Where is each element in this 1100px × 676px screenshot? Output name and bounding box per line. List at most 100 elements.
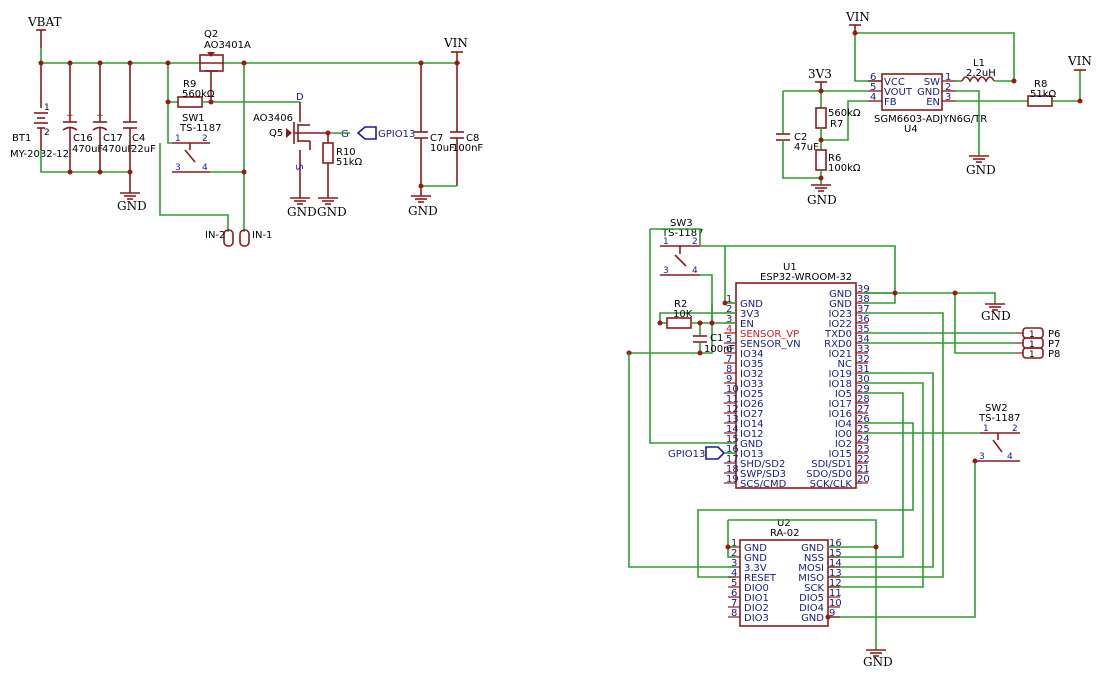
c16-ref: C16 <box>73 133 93 144</box>
u4-pin-name-5: VOUT <box>884 87 913 98</box>
gnd-symbol-8 <box>866 649 886 657</box>
u2-pin-name-3: 3.3V <box>744 563 767 574</box>
u1-pin-name-15: GND <box>740 439 763 450</box>
u4-pin-num-5: 5 <box>870 82 876 93</box>
u4-value: SGM6603-ADJYN6G/TR <box>874 114 987 125</box>
u1-pin-num-11: 11 <box>726 394 739 405</box>
in1-label: IN-1 <box>252 230 272 241</box>
u1-pin-name-36: IO22 <box>828 319 852 330</box>
u1-pin-name-12: IO27 <box>740 409 764 420</box>
gnd-symbol-7 <box>985 303 1005 311</box>
u2-pin-name-4: RESET <box>744 573 777 584</box>
r9-ref: R9 <box>183 79 196 90</box>
u1-pin-name-6: IO34 <box>740 349 764 360</box>
svg-text:+: + <box>66 111 74 121</box>
u2-pin-name-8: DIO3 <box>744 613 769 624</box>
svg-text:3: 3 <box>175 163 181 173</box>
u1-pin-num-28: 28 <box>857 394 870 405</box>
gpio13-label: GPIO13 <box>378 129 415 140</box>
u1-pin-num-1: 1 <box>726 294 732 305</box>
gnd-label-4: GND <box>408 204 438 218</box>
u2-pin-name-13: MISO <box>798 573 824 584</box>
capacitor-c16: + <box>62 63 78 172</box>
u2-pin-num-10: 10 <box>829 598 842 609</box>
r9-value: 560kΩ <box>182 89 215 100</box>
u1-pin-name-10: IO25 <box>740 389 764 400</box>
c17-ref: C17 <box>103 133 123 144</box>
u1-pin-num-35: 35 <box>857 324 870 335</box>
u2-pin-num-16: 16 <box>829 538 842 549</box>
p8-label: P8 <box>1048 349 1060 360</box>
ic-u1-body <box>735 282 857 489</box>
r2-value: 10K <box>673 309 693 320</box>
c2-value: 47uF <box>794 142 819 153</box>
resistor-r10 <box>322 142 334 164</box>
svg-text:3: 3 <box>663 266 669 276</box>
switch-sw3 <box>660 245 700 276</box>
u2-pin-name-1: GND <box>744 543 767 554</box>
vin-label-3: VIN <box>1067 54 1092 68</box>
r7-ref: R7 <box>830 119 843 130</box>
r2-ref: R2 <box>674 299 687 310</box>
u1-pin-num-9: 9 <box>726 374 732 385</box>
u1-pin-name-5: SENSOR_VN <box>740 339 801 350</box>
sw1-value: TS-1187 <box>179 123 222 134</box>
u1-pin-name-33: IO21 <box>828 349 852 360</box>
bt1-ref: BT1 <box>12 133 31 144</box>
u1-pin-name-31: IO19 <box>828 369 852 380</box>
gnd-symbol-5 <box>969 155 989 163</box>
u1-pin-num-16: 16 <box>726 444 739 455</box>
u2-pin-name-5: DIO0 <box>744 583 769 594</box>
c2-ref: C2 <box>794 132 807 143</box>
u2-pin-num-4: 4 <box>731 568 737 579</box>
u1-pin-num-25: 25 <box>857 424 870 435</box>
junctions-boost <box>818 30 1083 181</box>
vin-label-2: VIN <box>845 10 870 24</box>
u1-pin-name-32: NC <box>838 359 852 370</box>
capacitor-c8 <box>450 63 464 186</box>
u1-pin-num-13: 13 <box>726 414 739 425</box>
u4-pin-name-3: EN <box>926 97 940 108</box>
u1-pin-name-14: IO12 <box>740 429 764 440</box>
svg-text:1: 1 <box>1029 350 1035 360</box>
u1-pin-name-29: IO5 <box>835 389 852 400</box>
capacitor-c2 <box>776 133 790 141</box>
c7-ref: C7 <box>430 133 443 144</box>
sw3-value: TS-1187 <box>661 228 704 239</box>
svg-text:1: 1 <box>1029 340 1035 350</box>
l1-value: 2.2uH <box>966 68 996 79</box>
u2-pin-num-15: 15 <box>829 548 842 559</box>
u1-pin-num-2: 2 <box>726 304 732 315</box>
mosfet-q5 <box>286 102 328 198</box>
svg-text:4: 4 <box>1007 452 1013 462</box>
gnd-label-1: GND <box>117 199 147 213</box>
c4-ref: C4 <box>132 133 145 144</box>
ic-u2-body <box>739 539 829 627</box>
u2-pin-num-7: 7 <box>731 598 737 609</box>
u1-pin-name-22: SDI/SD1 <box>811 459 852 470</box>
u4-pin-name-1: SW <box>924 77 940 88</box>
u1-pin-name-13: IO14 <box>740 419 764 430</box>
u2-pin-num-5: 5 <box>731 578 737 589</box>
u1-pin-num-32: 32 <box>857 354 870 365</box>
svg-text:1: 1 <box>663 237 669 247</box>
u1-pin-num-29: 29 <box>857 384 870 395</box>
u1-pin-num-5: 5 <box>726 334 732 345</box>
u1-pin-name-20: SCK/CLK <box>810 479 853 490</box>
u1-pin-num-38: 38 <box>857 294 870 305</box>
u2-ref: U2 <box>777 518 791 529</box>
q5-ref: Q5 <box>269 128 283 139</box>
u1-pin-name-26: IO4 <box>835 419 852 430</box>
u4-pin-name-2: GND <box>917 87 940 98</box>
u1-pin-num-34: 34 <box>857 334 870 345</box>
u1-pin-num-19: 19 <box>726 474 739 485</box>
u1-pin-name-34: RXD0 <box>824 339 852 350</box>
u2-pin-name-10: DIO4 <box>799 603 824 614</box>
u4-pin-num-6: 6 <box>870 72 876 83</box>
u1-pin-name-17: SHD/SD2 <box>740 459 785 470</box>
c4-value: 22uF <box>131 144 156 155</box>
svg-text:4: 4 <box>202 163 208 173</box>
u2-pin-name-2: GND <box>744 553 767 564</box>
